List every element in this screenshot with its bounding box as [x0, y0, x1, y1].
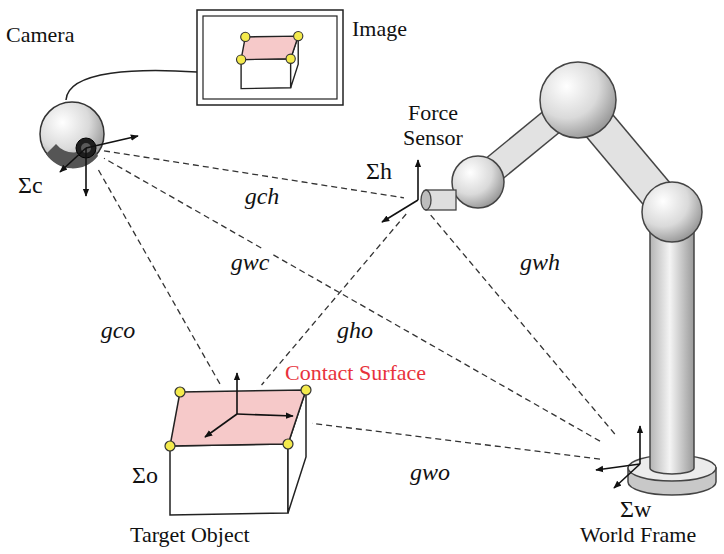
- transform-label: gwh: [518, 249, 562, 275]
- frame-axis: [86, 136, 138, 148]
- part-label: Camera: [6, 22, 74, 47]
- frame-axis: [236, 373, 238, 414]
- force-sensor-shape: [404, 186, 446, 214]
- world-frame: ΣwWorld Frame: [600, 434, 712, 492]
- camera-shape: [40, 98, 104, 170]
- transform-label: gwc: [229, 249, 272, 275]
- target-object: ΣoTarget Object: [165, 385, 312, 520]
- frame-label: Σh: [366, 158, 392, 186]
- transform-link: [430, 214, 615, 434]
- camera: CameraΣc: [40, 98, 104, 170]
- surface-label: Contact Surface: [285, 360, 426, 385]
- monitor-screen: [203, 16, 337, 99]
- joint-sphere: [642, 182, 702, 242]
- robot-arm: [452, 62, 716, 495]
- transform-label: gwo: [408, 459, 452, 485]
- frame-label: Σc: [18, 172, 43, 200]
- transform-link: [262, 214, 407, 385]
- feature-point: [175, 387, 185, 397]
- feature-point: [241, 32, 250, 41]
- feature-point: [236, 55, 245, 64]
- world-frame-shape: [600, 434, 712, 492]
- transform-label: gho: [335, 317, 375, 343]
- part-label: Target Object: [130, 522, 250, 547]
- frame-axis: [614, 464, 640, 488]
- feature-point: [283, 439, 293, 449]
- frame-axis: [237, 414, 293, 416]
- frame-axis: [417, 160, 419, 200]
- frame-label: Σw: [620, 496, 651, 524]
- joint-sphere: [540, 62, 616, 138]
- part-label: World Frame: [580, 522, 696, 547]
- feature-point: [294, 31, 303, 40]
- frame-axis: [85, 148, 87, 196]
- feature-point: [165, 441, 175, 451]
- base-column: [650, 225, 694, 474]
- force-sensor-face: [421, 190, 431, 210]
- joint-sphere: [452, 156, 504, 208]
- frame-axis: [205, 414, 237, 437]
- part-label: Force Sensor: [394, 100, 472, 151]
- transform-label: gch: [243, 183, 282, 209]
- image-object: [236, 31, 302, 88]
- transform-link: [98, 170, 220, 385]
- feature-point: [286, 54, 295, 63]
- contact-surface: [170, 390, 306, 446]
- frame-axis: [60, 148, 86, 172]
- monitor-image: Image: [197, 10, 343, 105]
- transform-label: gco: [99, 317, 138, 343]
- camera-cable: [66, 70, 197, 100]
- transform-link: [312, 423, 600, 459]
- monitor-frame: [197, 10, 343, 105]
- frame-axis: [639, 426, 641, 464]
- monitor-image-shape: [197, 10, 343, 105]
- object-front-face: [170, 444, 288, 515]
- frame-label: Σo: [132, 462, 158, 490]
- target-object-shape: [165, 385, 312, 520]
- frame-axis: [382, 200, 418, 222]
- force-sensor: Force SensorΣh: [404, 186, 446, 214]
- feature-point: [301, 385, 311, 395]
- part-label: Image: [352, 16, 407, 41]
- object-front-face: [241, 59, 291, 89]
